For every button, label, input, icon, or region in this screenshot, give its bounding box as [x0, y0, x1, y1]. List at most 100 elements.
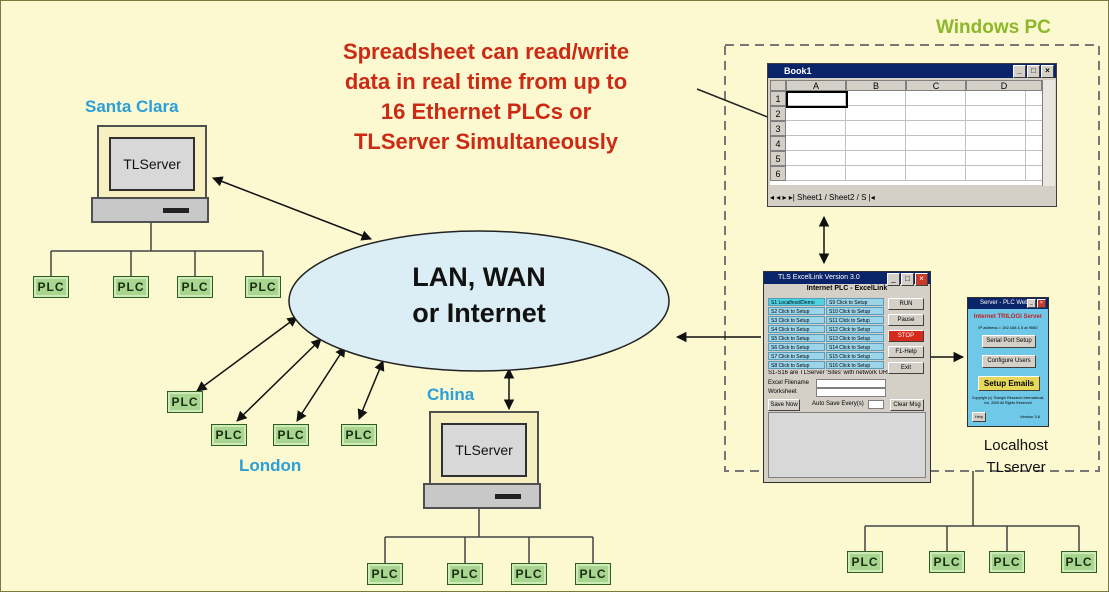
- china-label: China: [427, 385, 475, 404]
- save-now-button[interactable]: Save Now: [768, 399, 800, 411]
- network-label: LAN, WAN or Internet: [339, 259, 619, 331]
- spreadsheet-grid[interactable]: A B C D 1 2 3 4 5 6: [770, 80, 1042, 185]
- minimize-icon[interactable]: _: [1013, 65, 1026, 78]
- excellink-heading: Internet PLC - ExcelLink: [806, 285, 888, 292]
- excellink-window[interactable]: TLS ExcelLink Version 3.0 _□× Internet P…: [763, 271, 931, 483]
- site-cell-s5[interactable]: S5 Click to Setup: [768, 334, 825, 342]
- close-icon[interactable]: ×: [915, 273, 928, 286]
- close-icon[interactable]: ×: [1041, 65, 1054, 78]
- sheet-tabs[interactable]: ◂ ◂ ▸ ▸| Sheet1 / Sheet2 / S |◂: [770, 192, 1042, 204]
- worksheet-label: Worksheet: [768, 389, 797, 395]
- plc-london-4: PLC: [341, 424, 377, 446]
- site-cell-s2[interactable]: S2 Click to Setup: [768, 307, 825, 315]
- plc-china-4: PLC: [575, 563, 611, 585]
- maximize-icon[interactable]: □: [901, 273, 914, 286]
- site-cell-s1[interactable]: S1 Localhost/Demo: [768, 298, 825, 306]
- excel-filename-label: Excel Filename: [768, 380, 810, 386]
- plc-localhost-2: PLC: [929, 551, 965, 573]
- tlserver-title: Server - PLC Web Server: [980, 300, 1032, 306]
- row-header-6[interactable]: 6: [770, 166, 786, 181]
- sheet-tab-labels[interactable]: Sheet1 / Sheet2 / S: [797, 193, 867, 202]
- spreadsheet-titlebar[interactable]: Book1 _ □ ×: [768, 64, 1056, 78]
- setup-emails-button[interactable]: Setup Emails: [978, 376, 1040, 391]
- china-monitor: TLServer: [429, 411, 539, 491]
- row-header-3[interactable]: 3: [770, 121, 786, 136]
- pause-button[interactable]: Pause: [888, 314, 924, 326]
- tlserver-help-button[interactable]: Help: [972, 412, 986, 422]
- callout-text: Spreadsheet can read/write data in real …: [271, 37, 701, 157]
- serial-port-setup-button[interactable]: Serial Port Setup: [982, 335, 1036, 348]
- callout-line-4: TLServer Simultaneously: [353, 129, 619, 154]
- row-header-4[interactable]: 4: [770, 136, 786, 151]
- callout-line-2: data in real time from up to: [344, 69, 628, 94]
- callout-line-3: 16 Ethernet PLCs or: [380, 99, 592, 124]
- column-header-b[interactable]: B: [846, 80, 906, 91]
- row-header-1[interactable]: 1: [770, 91, 786, 106]
- minimize-icon[interactable]: _: [887, 273, 900, 286]
- site-cell-s10[interactable]: S10 Click to Setup: [826, 307, 884, 315]
- tlserver-heading: Internet TRILOGI Server: [973, 314, 1043, 320]
- sites-note: S1-S16 are TLServer 'Sites' with network…: [768, 370, 888, 376]
- auto-save-input[interactable]: [868, 400, 884, 409]
- maximize-icon[interactable]: □: [1027, 65, 1040, 78]
- site-cell-s13[interactable]: S13 Click to Setup: [826, 334, 884, 342]
- column-header-a[interactable]: A: [786, 80, 846, 91]
- santa-clara-screen: TLServer: [109, 137, 195, 191]
- vertical-scrollbar[interactable]: [1042, 80, 1055, 186]
- exit-button[interactable]: Exit: [888, 362, 924, 374]
- tlserver-window[interactable]: Server - PLC Web Server _× Internet TRIL…: [967, 297, 1049, 427]
- worksheet-input[interactable]: [816, 388, 886, 397]
- plc-santa-clara-3: PLC: [177, 276, 213, 298]
- site-cell-s4[interactable]: S4 Click to Setup: [768, 325, 825, 333]
- callout-line-1: Spreadsheet can read/write: [342, 39, 630, 64]
- minimize-icon[interactable]: _: [1027, 299, 1036, 308]
- localhost-label-line-2: TLserver: [986, 459, 1046, 476]
- china-computer-base: [423, 483, 541, 509]
- column-header-d[interactable]: D: [966, 80, 1042, 91]
- site-cell-s9[interactable]: S9 Click to Setup: [826, 298, 884, 306]
- site-cell-s6[interactable]: S6 Click to Setup: [768, 343, 825, 351]
- plc-localhost-3: PLC: [989, 551, 1025, 573]
- plc-london-1: PLC: [167, 391, 203, 413]
- site-cell-s11[interactable]: S11 Click to Setup: [826, 316, 884, 324]
- plc-china-2: PLC: [447, 563, 483, 585]
- excellink-titlebar[interactable]: TLS ExcelLink Version 3.0 _□×: [764, 272, 930, 286]
- column-header-c[interactable]: C: [906, 80, 966, 91]
- excel-filename-input[interactable]: [816, 379, 886, 388]
- plc-localhost-1: PLC: [847, 551, 883, 573]
- tlserver-ip: IP address = 192.168.1.5 at 9080: [978, 325, 1038, 330]
- spreadsheet-window[interactable]: Book1 _ □ × A B C D 1 2 3 4 5 6 ◂ ◂ ▸ ▸|…: [767, 63, 1057, 207]
- localhost-label-line-1: Localhost: [983, 437, 1049, 454]
- tlserver-titlebar[interactable]: Server - PLC Web Server _×: [968, 298, 1048, 309]
- row-header-2[interactable]: 2: [770, 106, 786, 121]
- stop-button[interactable]: STOP: [888, 330, 924, 342]
- row-header-5[interactable]: 5: [770, 151, 786, 166]
- tlserver-version: Version 3.6: [1020, 414, 1041, 419]
- site-cell-s15[interactable]: S15 Click to Setup: [826, 352, 884, 360]
- plc-london-3: PLC: [273, 424, 309, 446]
- excellink-title: TLS ExcelLink Version 3.0: [778, 274, 860, 281]
- site-cell-s7[interactable]: S7 Click to Setup: [768, 352, 825, 360]
- santa-clara-monitor: TLServer: [97, 125, 207, 205]
- plc-china-3: PLC: [511, 563, 547, 585]
- link-santa-clara: [212, 176, 372, 241]
- site-cell-s8[interactable]: S8 Click to Setup: [768, 361, 825, 369]
- site-cell-s3[interactable]: S3 Click to Setup: [768, 316, 825, 324]
- site-cell-s12[interactable]: S12 Click to Setup: [826, 325, 884, 333]
- site-cell-s14[interactable]: S14 Click to Setup: [826, 343, 884, 351]
- plc-santa-clara-2: PLC: [113, 276, 149, 298]
- network-label-line-2: or Internet: [412, 298, 546, 328]
- message-log[interactable]: [768, 412, 926, 478]
- configure-users-button[interactable]: Configure Users: [982, 355, 1036, 368]
- close-icon[interactable]: ×: [1037, 299, 1046, 308]
- site-cell-s16[interactable]: S16 Click to Setup: [826, 361, 884, 369]
- help-button[interactable]: F1-Help: [888, 346, 924, 358]
- run-button[interactable]: RUN: [888, 298, 924, 310]
- plc-santa-clara-1: PLC: [33, 276, 69, 298]
- plc-china-1: PLC: [367, 563, 403, 585]
- clear-msg-button[interactable]: Clear Msg: [890, 399, 924, 411]
- active-cell[interactable]: [786, 91, 848, 108]
- plc-localhost-4: PLC: [1061, 551, 1097, 573]
